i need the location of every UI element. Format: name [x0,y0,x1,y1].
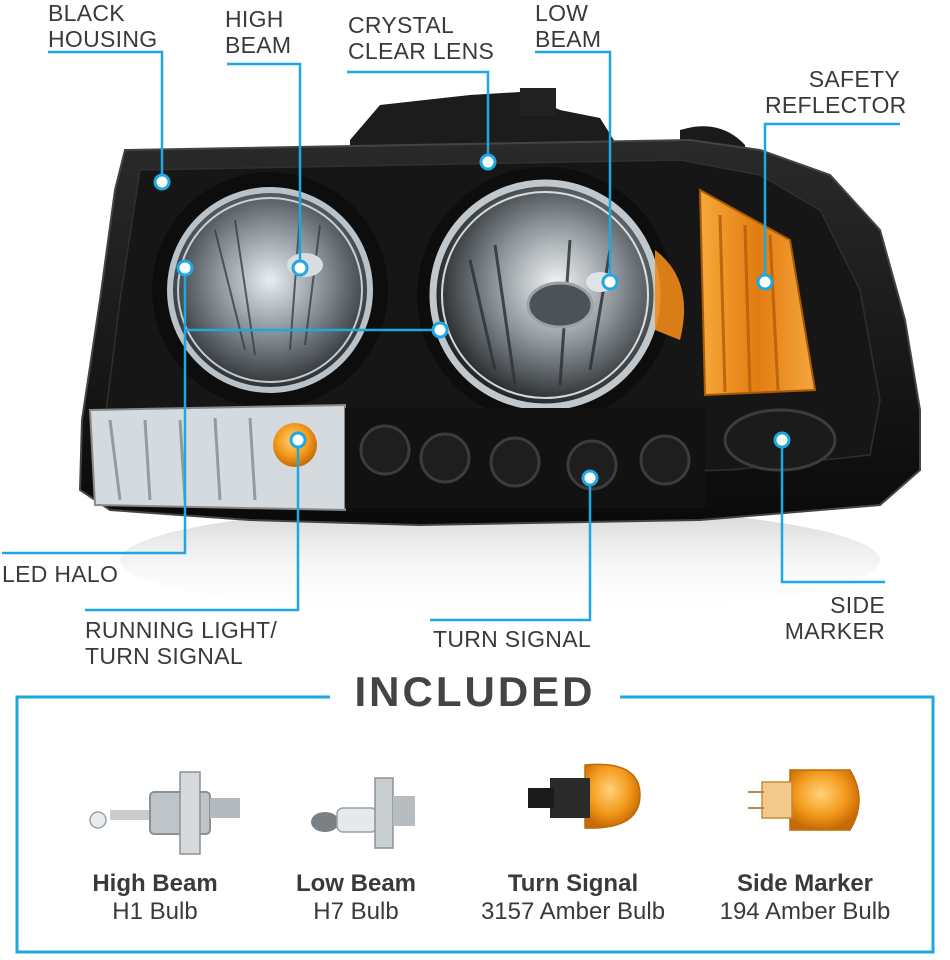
bulb-card-low-beam: Low Beam H7 Bulb [246,870,466,926]
turn-signal-led [489,436,541,488]
194-bulb-illustration [748,769,860,831]
high-beam-halo [177,197,363,383]
mount-tab [520,88,556,116]
3157-bulb-illustration [528,763,641,829]
label-black-housing: BLACK HOUSING [48,0,158,52]
bulb-type: 194 Amber Bulb [719,898,891,925]
high-beam-lens [167,187,373,393]
label-safety-reflector: SAFETY REFLECTOR [765,66,907,118]
low-beam-amber-tint [655,250,685,340]
bulb-name: Side Marker [736,870,874,897]
turn-signal-led [419,432,471,484]
bulb-name: Turn Signal [507,870,639,897]
h7-bulb-illustration [311,777,415,849]
bulb-type: H7 Bulb [313,898,399,925]
turn-signal-led [639,434,691,486]
bulb-name: High Beam [92,870,218,897]
callout-dot-turn-signal [581,469,599,487]
label-running-light-turn-signal: RUNNING LIGHT/ TURN SIGNAL [85,617,278,669]
callout-dot-running-light [289,431,307,449]
bulb-name: Low Beam [295,870,417,897]
label-low-beam: LOW BEAM [535,0,602,52]
bulb-type: H1 Bulb [112,898,198,925]
top-mount-bracket [350,92,620,150]
low-beam-halo [441,191,649,399]
turn-signal-led [359,424,411,476]
callout-dot-side-marker [773,431,791,449]
label-crystal-clear-lens: CRYSTAL CLEAR LENS [348,12,495,64]
label-led-halo: LED HALO [2,561,119,587]
bulb-card-side-marker: Side Marker 194 Amber Bulb [695,870,915,926]
callout-dot-safety-reflector [756,273,774,291]
safety-reflector [698,188,817,397]
label-turn-signal: TURN SIGNAL [433,626,591,652]
callout-lines [2,50,900,622]
callout-dot-led-halo-2 [431,321,449,339]
label-side-marker: SIDE MARKER [784,592,885,644]
included-frame [15,695,935,954]
reflection-shadow [120,505,880,615]
bulb-type: 3157 Amber Bulb [480,898,666,925]
callout-dot-led-halo [176,259,194,277]
h1-bulb-illustration [89,771,240,855]
callout-dot-low-beam [601,273,619,291]
bulb-card-high-beam: High Beam H1 Bulb [45,870,265,926]
included-title: INCLUDED [354,668,596,715]
callout-dot-black-housing [153,173,171,191]
low-beam-projector-shield [526,281,594,329]
label-high-beam: HIGH BEAM [225,6,292,58]
turn-signal-led [566,439,618,491]
callout-dot-high-beam [291,259,309,277]
callout-dot-crystal-lens [479,153,497,171]
bulb-card-turn-signal: Turn Signal 3157 Amber Bulb [463,870,683,926]
